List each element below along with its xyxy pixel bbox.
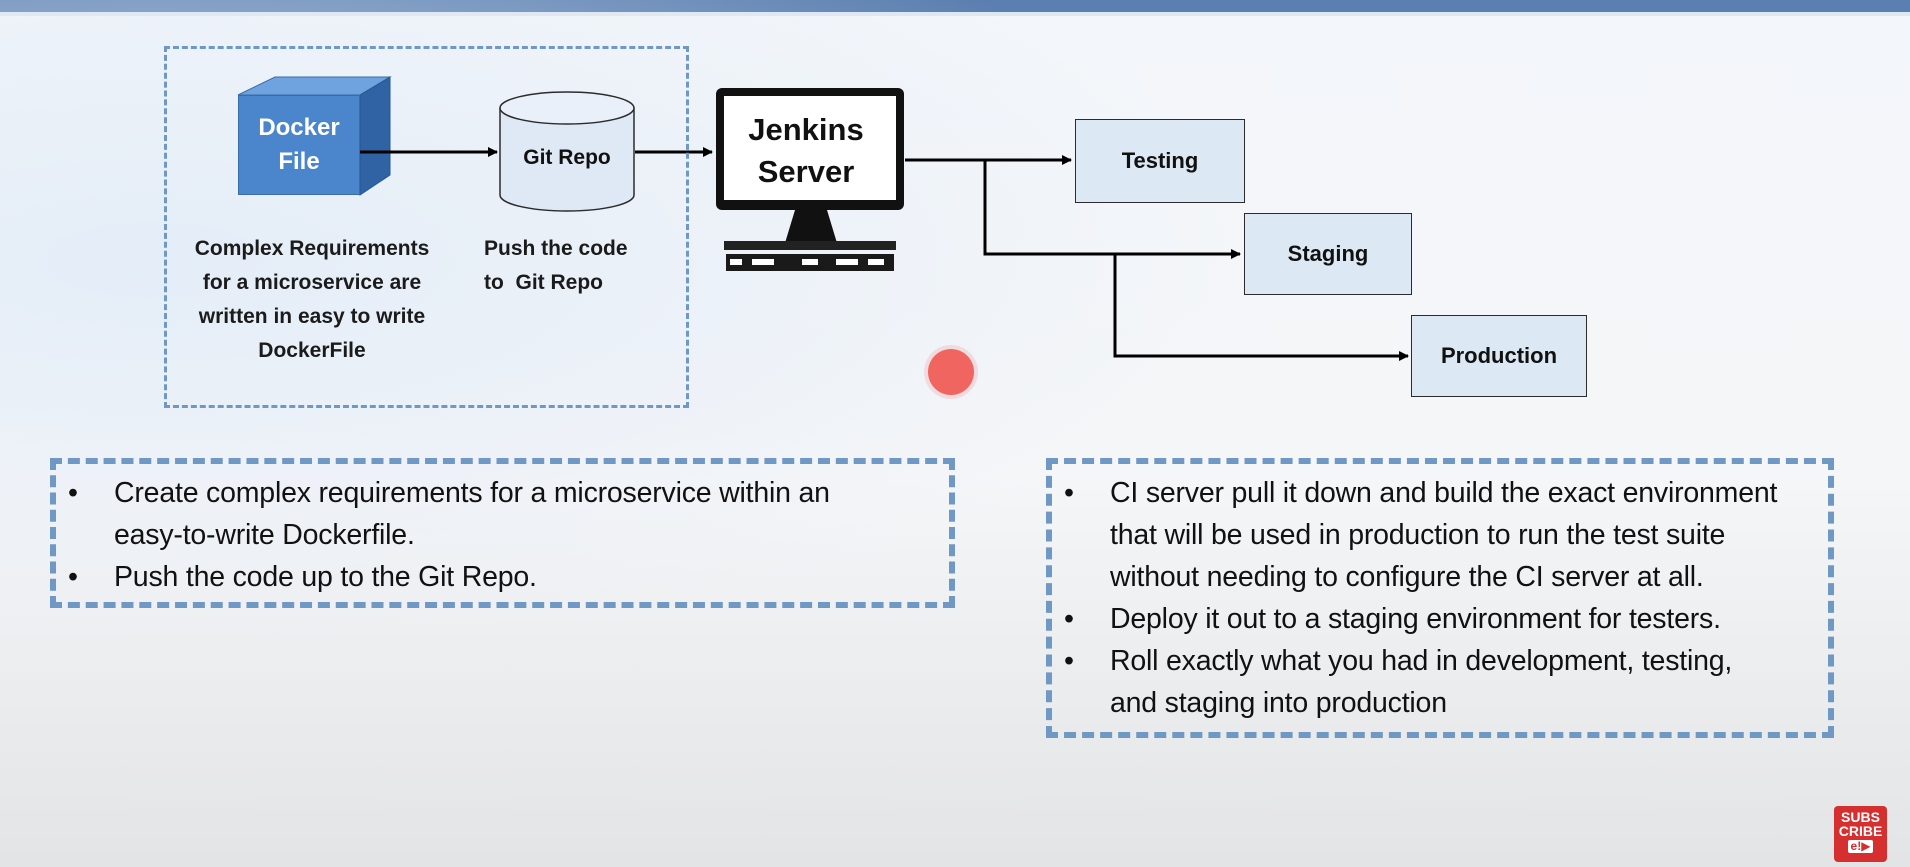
docker-caption-line: DockerFile xyxy=(258,339,366,362)
subscribe-line1: SUBS xyxy=(1841,809,1880,825)
notes-left-list: • Create complex requirements for a micr… xyxy=(52,472,942,598)
notes-right-item-line: without needing to configure the CI serv… xyxy=(1110,561,1704,593)
notes-left-item: • Push the code up to the Git Repo. xyxy=(52,556,942,598)
notes-right-item-line: Roll exactly what you had in development… xyxy=(1110,645,1733,677)
subscribe-line2: CRIBE xyxy=(1838,823,1883,839)
docker-file-line2: File xyxy=(278,148,320,175)
notes-right-item-line: that will be used in production to run t… xyxy=(1110,519,1726,551)
bullet-icon: • xyxy=(68,561,78,593)
edureka-logo-icon: e!▶ xyxy=(1847,840,1874,853)
stage-testing: Testing xyxy=(1075,119,1245,203)
notes-left-item-line: Push the code up to the Git Repo. xyxy=(114,561,537,593)
notes-left-box xyxy=(50,458,955,608)
flow-arrows xyxy=(360,147,1409,361)
docker-caption-line: written in easy to write xyxy=(198,305,426,328)
bullet-icon: • xyxy=(1064,477,1074,509)
subscribe-button[interactable]: SUBS CRIBE e!▶ xyxy=(1834,806,1887,862)
git-caption-line: to Git Repo xyxy=(484,271,603,294)
cursor-highlight-dot-icon xyxy=(924,345,978,399)
git-caption: Push the code to Git Repo xyxy=(484,232,664,300)
arrow-to-production xyxy=(1113,254,1409,361)
notes-right-item-line: and staging into production xyxy=(1110,687,1447,719)
docker-caption-line: Complex Requirements xyxy=(194,237,430,260)
bullet-icon: • xyxy=(68,477,78,509)
stage-production: Production xyxy=(1411,315,1587,397)
bullet-icon: • xyxy=(1064,603,1074,635)
docker-file-line1: Docker xyxy=(258,114,340,141)
notes-left-item-line: Create complex requirements for a micros… xyxy=(114,477,830,509)
docker-caption: Complex Requirements for a microservice … xyxy=(186,232,438,368)
stage-staging: Staging xyxy=(1244,213,1412,295)
git-repo-cylinder-icon xyxy=(499,91,635,212)
arrow-to-staging xyxy=(983,160,1241,259)
jenkins-label-line2: Server xyxy=(757,154,855,189)
git-caption-line: Push the code xyxy=(484,237,628,260)
notes-left-item-line: easy-to-write Dockerfile. xyxy=(114,519,415,551)
docker-file-cube-icon xyxy=(237,76,392,196)
jenkins-server-label: Jenkins Server xyxy=(724,109,888,193)
notes-right-item-line: Deploy it out to a staging environment f… xyxy=(1110,603,1721,635)
notes-right-item-line: CI server pull it down and build the exa… xyxy=(1110,477,1778,509)
jenkins-server-monitor-icon xyxy=(716,88,904,271)
notes-right-item: • Roll exactly what you had in developme… xyxy=(1048,640,1828,724)
source-group-box xyxy=(164,46,689,408)
notes-right-list: • CI server pull it down and build the e… xyxy=(1048,472,1828,724)
git-repo-label: Git Repo xyxy=(523,146,611,169)
notes-right-box xyxy=(1046,458,1834,738)
notes-left-item: • Create complex requirements for a micr… xyxy=(52,472,942,556)
notes-right-item: • CI server pull it down and build the e… xyxy=(1048,472,1828,598)
docker-caption-line: for a microservice are xyxy=(202,271,422,294)
jenkins-label-line1: Jenkins xyxy=(748,112,864,147)
bullet-icon: • xyxy=(1064,645,1074,677)
notes-right-item: • Deploy it out to a staging environment… xyxy=(1048,598,1828,640)
docker-file-node: Docker File xyxy=(238,95,360,195)
